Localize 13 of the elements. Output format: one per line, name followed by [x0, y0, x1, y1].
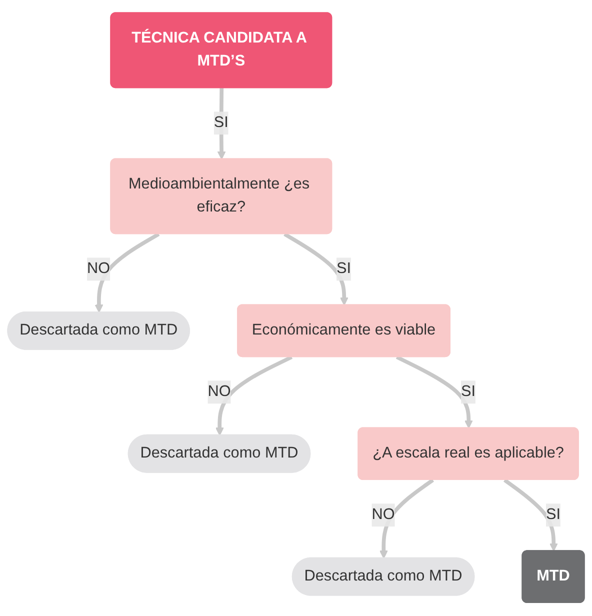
arrow: [215, 356, 293, 436]
arrow: [379, 478, 434, 560]
arrow: [503, 478, 558, 552]
edge-label: SI: [461, 384, 476, 400]
edge-label: NO: [208, 384, 231, 400]
arrow: [284, 232, 348, 306]
edge-label: NO: [87, 260, 110, 278]
arrow: [94, 232, 160, 314]
edge-label: SI: [214, 114, 228, 132]
edge-label: SI: [336, 260, 352, 278]
edge-label: SI: [546, 506, 561, 524]
arrow: [396, 356, 473, 429]
edge-label: NO: [372, 506, 395, 524]
